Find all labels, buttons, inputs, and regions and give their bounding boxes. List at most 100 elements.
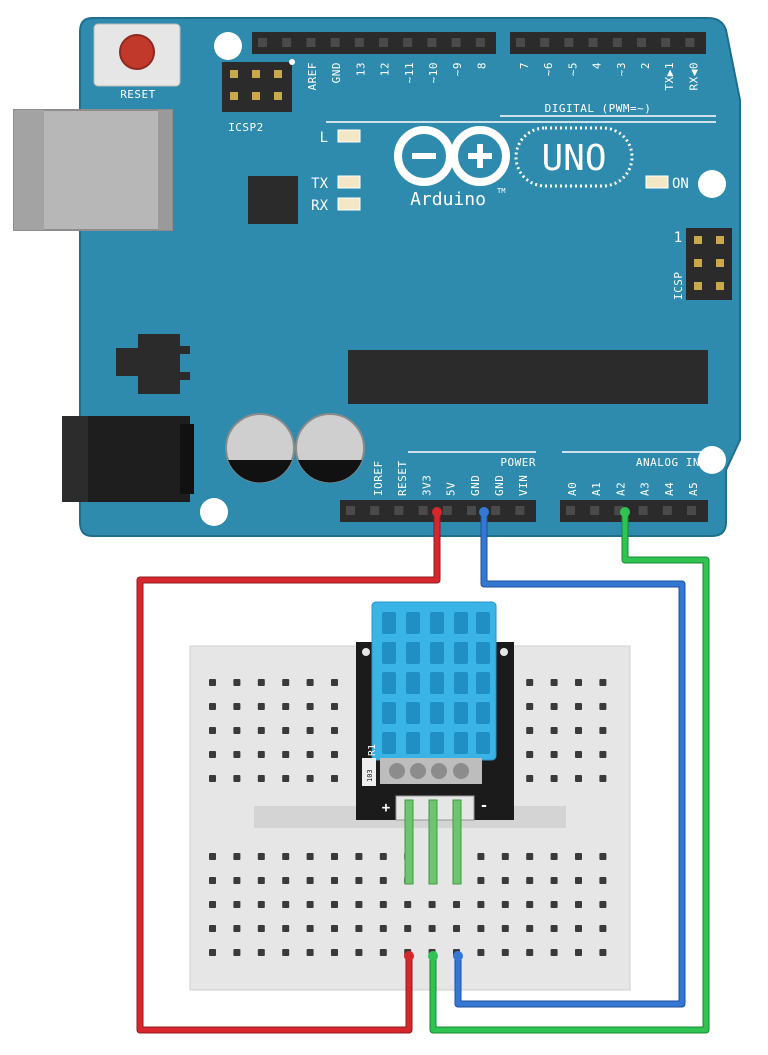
breadboard-hole xyxy=(282,949,290,956)
sensor-leg-gnd xyxy=(452,799,462,885)
breadboard-hole xyxy=(209,853,216,860)
breadboard-hole xyxy=(331,877,338,884)
breadboard-hole xyxy=(428,901,436,908)
digital-header-right xyxy=(510,32,706,54)
header-pin xyxy=(540,38,550,47)
wire-5v-to-vcc xyxy=(137,509,440,1033)
analog-header-label: ANALOG IN xyxy=(636,456,700,469)
pin-label: GND xyxy=(330,62,343,83)
sensor-vent xyxy=(454,732,468,754)
breadboard-hole xyxy=(550,853,558,860)
breadboard-hole xyxy=(379,949,387,956)
breadboard-hole xyxy=(331,853,338,860)
breadboard-hole xyxy=(282,877,290,884)
header-pin xyxy=(612,38,622,47)
wire-gnd-to-sensor xyxy=(455,509,685,1007)
breadboard-hole xyxy=(209,727,216,734)
wire-end-vcc xyxy=(404,951,414,961)
breadboard-hole xyxy=(550,751,558,758)
digital-header-left xyxy=(252,32,496,54)
led-rx-label: RX xyxy=(311,198,328,214)
breadboard-hole xyxy=(331,925,338,932)
breadboard-hole xyxy=(282,901,290,908)
sensor-vent xyxy=(476,642,490,664)
breadboard-hole xyxy=(575,877,582,884)
sensor-vent xyxy=(430,732,444,754)
breadboard-hole xyxy=(257,751,265,758)
breadboard-hole xyxy=(599,949,607,956)
sensor-vent xyxy=(476,732,490,754)
voltage-regulator xyxy=(116,334,190,394)
breadboard-hole xyxy=(599,751,607,758)
icsp-header xyxy=(686,228,732,300)
breadboard-hole xyxy=(306,775,314,782)
breadboard-hole xyxy=(209,925,216,932)
pin-label: TX▶1 xyxy=(663,62,676,91)
breadboard-hole xyxy=(282,679,290,686)
breadboard-hole xyxy=(526,679,534,686)
sensor-vent xyxy=(406,612,420,634)
breadboard-hole xyxy=(526,853,534,860)
sensor-vent xyxy=(454,612,468,634)
sensor-vent xyxy=(406,732,420,754)
mounting-hole xyxy=(698,446,726,474)
breadboard-hole xyxy=(331,901,338,908)
breadboard-hole xyxy=(257,925,265,932)
breadboard-hole xyxy=(209,775,216,782)
arduino-logo xyxy=(394,126,510,186)
sensor-minus-label: - xyxy=(480,798,488,814)
breadboard-hole xyxy=(550,679,558,686)
pin-label: ~5 xyxy=(566,62,579,76)
header-pin xyxy=(614,506,624,515)
pin-label: 2 xyxy=(639,62,652,69)
mounting-hole xyxy=(200,498,228,526)
pin-label: ~9 xyxy=(451,62,464,76)
breadboard-hole xyxy=(599,703,607,710)
breadboard-hole xyxy=(575,925,582,932)
breadboard-hole xyxy=(453,925,460,932)
led-on xyxy=(645,175,669,189)
header-pin xyxy=(394,506,404,515)
wire-end-gnd xyxy=(479,507,489,517)
sensor-vent xyxy=(454,702,468,724)
breadboard-hole xyxy=(526,751,534,758)
header-pin xyxy=(354,38,364,47)
breadboard-hole xyxy=(501,877,509,884)
breadboard-hole xyxy=(550,727,558,734)
breadboard-hole xyxy=(233,727,241,734)
header-pin xyxy=(516,38,525,47)
breadboard-hole xyxy=(550,901,558,908)
header-pin xyxy=(661,38,671,47)
pin-label: 8 xyxy=(475,62,488,69)
pin-label: A4 xyxy=(663,482,676,496)
header-pin xyxy=(467,506,476,515)
breadboard-hole xyxy=(550,703,558,710)
breadboard-hole xyxy=(209,877,216,884)
breadboard-hole xyxy=(501,925,509,932)
breadboard-hole xyxy=(599,727,607,734)
pin-label: A2 xyxy=(614,482,627,496)
breadboard-hole xyxy=(526,901,534,908)
breadboard-hole xyxy=(282,775,290,782)
breadboard-hole xyxy=(575,727,582,734)
reset-button xyxy=(93,23,181,87)
breadboard-hole xyxy=(331,949,338,956)
breadboard-hole xyxy=(550,925,558,932)
breadboard-hole xyxy=(477,949,485,956)
breadboard-hole xyxy=(209,751,216,758)
breadboard-hole xyxy=(550,949,558,956)
breadboard-hole xyxy=(575,775,582,782)
led-l-label: L xyxy=(320,130,328,146)
sensor-vent xyxy=(382,612,396,634)
sensor-vent xyxy=(382,672,396,694)
header-pin xyxy=(451,38,461,47)
resistor-r1 xyxy=(362,758,376,786)
breadboard-hole xyxy=(282,751,290,758)
header-pin xyxy=(418,506,428,515)
breadboard-hole xyxy=(257,853,265,860)
sensor-plus-label: + xyxy=(382,800,390,816)
breadboard-hole xyxy=(477,925,485,932)
pin-label: 3V3 xyxy=(420,475,433,496)
breadboard-hole xyxy=(575,949,582,956)
